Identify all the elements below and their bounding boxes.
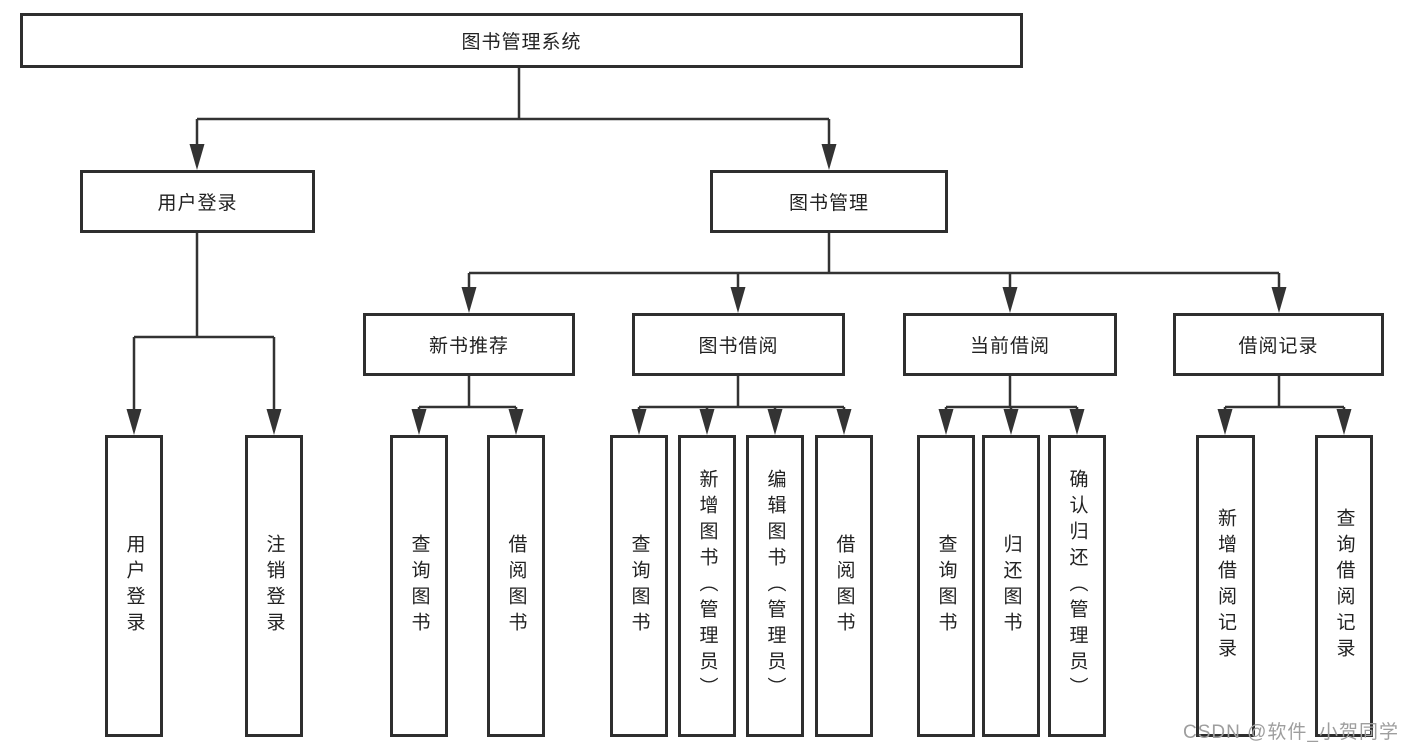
leaf-query-borrow-record: 查询借阅记录 — [1315, 435, 1373, 737]
arrowheads — [126, 144, 1352, 435]
leaf-logout: 注销登录 — [245, 435, 303, 737]
leaf-add-borrow-record-label: 新增借阅记录 — [1215, 508, 1236, 664]
node-user-login-label: 用户登录 — [157, 193, 238, 214]
leaf-edit-book-admin-label: 编辑图书（管理员） — [764, 469, 786, 703]
node-user-login: 用户登录 — [80, 170, 315, 233]
csdn-watermark: CSDN @软件_小贺同学 — [1183, 722, 1399, 743]
leaf-confirm-return-admin-label: 确认归还（管理员） — [1066, 469, 1088, 703]
node-root-system-label: 图书管理系统 — [461, 32, 582, 53]
node-new-book-recommend-label: 新书推荐 — [428, 336, 509, 357]
leaf-query-borrow-record-label: 查询借阅记录 — [1333, 508, 1355, 664]
leaf-borrow-book-label: 借阅图书 — [833, 534, 855, 638]
leaf-query-book-borrow: 查询图书 — [610, 435, 668, 737]
leaf-user-login: 用户登录 — [105, 435, 163, 737]
node-borrow-records-label: 借阅记录 — [1238, 336, 1319, 357]
leaf-query-book-borrow-label: 查询图书 — [628, 534, 650, 638]
leaf-edit-book-admin: 编辑图书（管理员） — [746, 435, 804, 737]
node-root-system: 图书管理系统 — [20, 13, 1023, 68]
leaf-add-borrow-record: 新增借阅记录 — [1196, 435, 1255, 737]
leaf-add-book-admin-label: 新增图书（管理员） — [696, 469, 718, 703]
leaf-user-login-label: 用户登录 — [123, 534, 145, 638]
leaf-query-book-current-label: 查询图书 — [935, 534, 957, 638]
leaf-query-book-rec: 查询图书 — [390, 435, 448, 737]
node-new-book-recommend: 新书推荐 — [363, 313, 575, 376]
leaf-add-book-admin: 新增图书（管理员） — [678, 435, 736, 737]
leaf-borrow-book-rec: 借阅图书 — [487, 435, 545, 737]
node-current-borrow-label: 当前借阅 — [969, 336, 1050, 357]
leaf-query-book-current: 查询图书 — [917, 435, 975, 737]
leaf-confirm-return-admin: 确认归还（管理员） — [1048, 435, 1106, 737]
leaf-logout-label: 注销登录 — [263, 534, 285, 638]
node-book-borrow-label: 图书借阅 — [698, 336, 779, 357]
node-book-borrow: 图书借阅 — [632, 313, 845, 376]
node-book-management-label: 图书管理 — [788, 193, 869, 214]
leaf-query-book-rec-label: 查询图书 — [408, 534, 430, 638]
node-current-borrow: 当前借阅 — [903, 313, 1117, 376]
leaf-borrow-book: 借阅图书 — [815, 435, 873, 737]
leaf-return-book: 归还图书 — [982, 435, 1040, 737]
leaf-return-book-label: 归还图书 — [1000, 534, 1022, 638]
node-book-management: 图书管理 — [710, 170, 948, 233]
node-borrow-records: 借阅记录 — [1173, 313, 1384, 376]
leaf-borrow-book-rec-label: 借阅图书 — [505, 534, 527, 638]
